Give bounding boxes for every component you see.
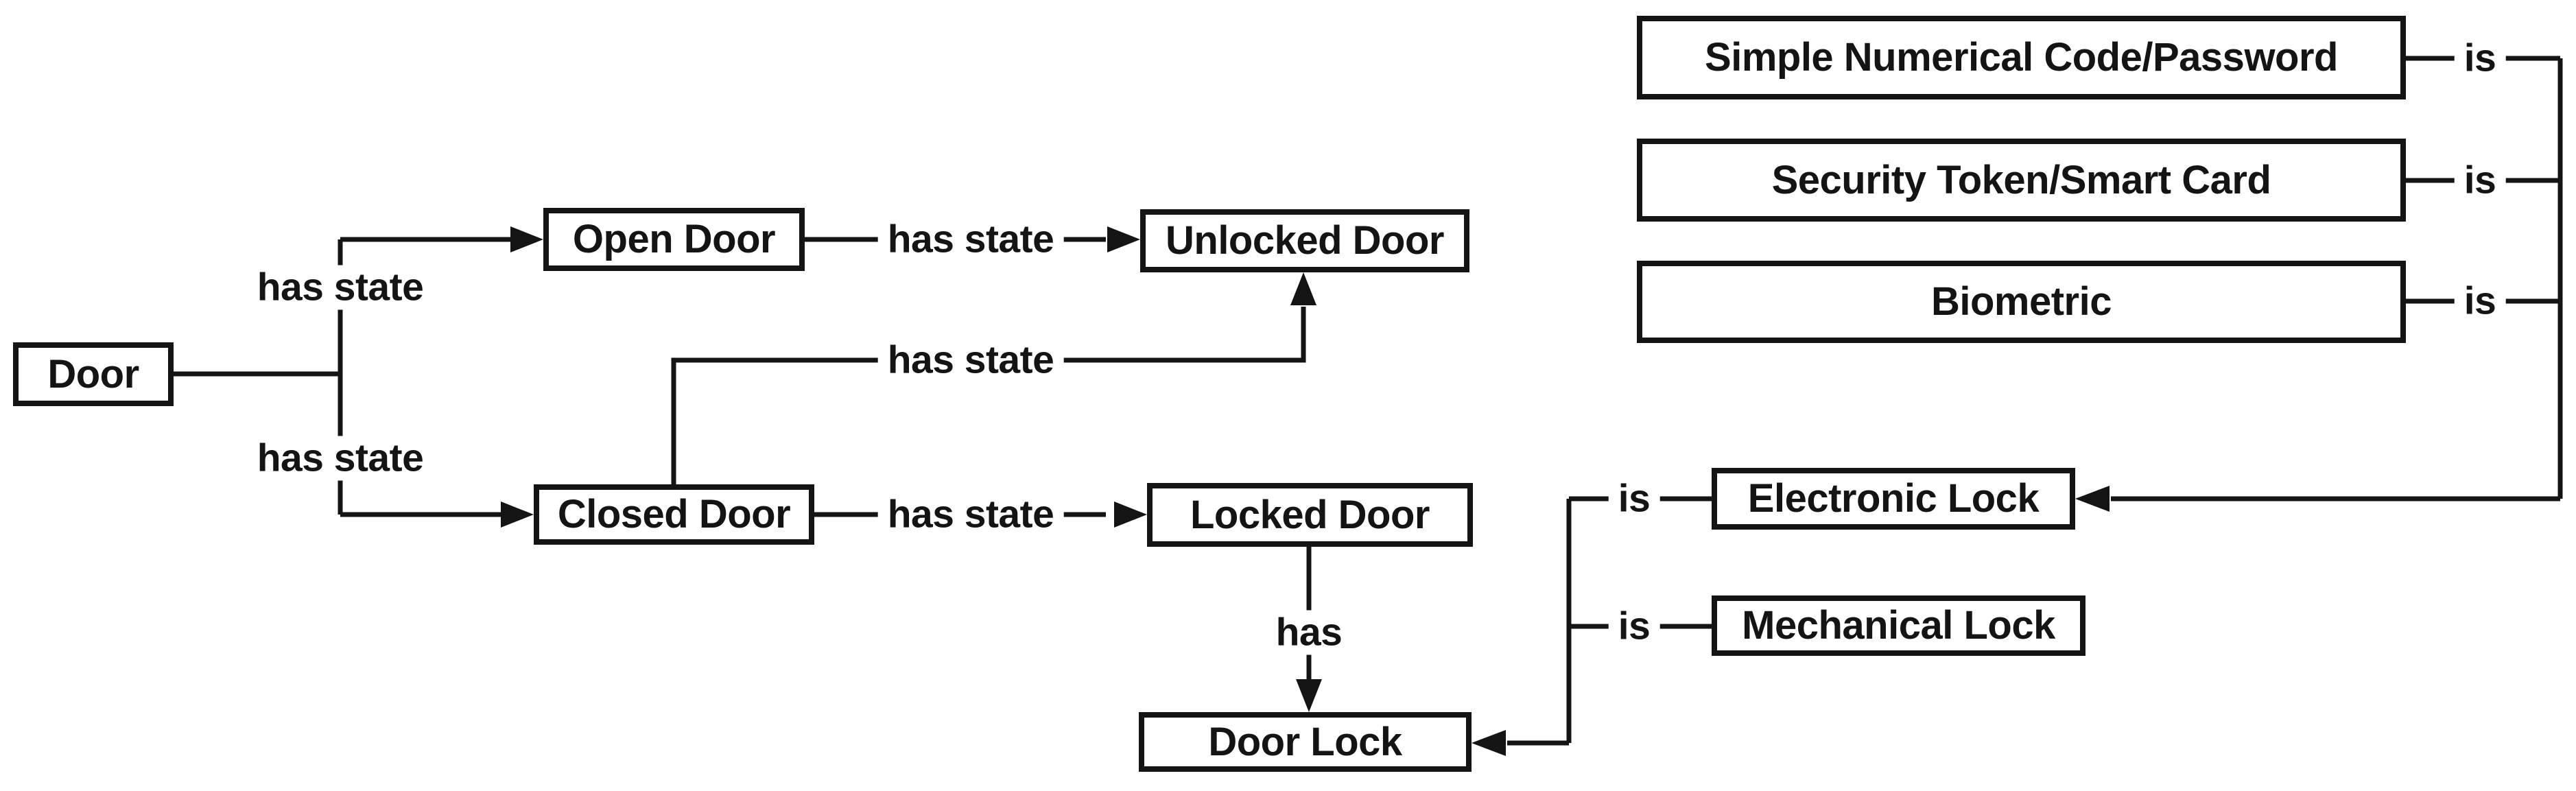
edge-label-mechanical-is: is	[1608, 604, 1660, 649]
node-simple-numerical-code-password: Simple Numerical Code/Password	[1637, 16, 2406, 99]
edge-label-biometric-is: is	[2454, 279, 2506, 324]
edge-label-simplecode-is: is	[2454, 36, 2506, 81]
node-unlocked-door: Unlocked Door	[1140, 209, 1469, 272]
edge-label-locked-has-doorlock: has	[1266, 610, 1352, 655]
edge-label-door-has-state-open: has state	[247, 265, 434, 310]
edge-label-open-has-state-unlocked: has state	[877, 217, 1064, 262]
node-door: Door	[13, 342, 174, 406]
node-open-door: Open Door	[543, 208, 805, 271]
edge-label-closed-has-state-locked: has state	[877, 492, 1064, 537]
arrowhead-into-locked-door	[1114, 501, 1147, 528]
edge-label-door-has-state-closed: has state	[247, 436, 434, 481]
node-closed-door: Closed Door	[534, 484, 814, 545]
node-locked-door: Locked Door	[1147, 483, 1473, 547]
node-door-lock: Door Lock	[1139, 712, 1472, 772]
arrowhead-into-door-lock-top	[1296, 679, 1322, 712]
edge-label-closed-has-state-unlocked: has state	[877, 338, 1064, 383]
connector-closed-to-unlocked	[671, 307, 1306, 484]
node-security-token-smart-card: Security Token/Smart Card	[1637, 139, 2406, 222]
arrowhead-into-unlocked-door-bottom	[1290, 272, 1316, 305]
node-mechanical-lock: Mechanical Lock	[1712, 595, 2085, 656]
node-biometric: Biometric	[1637, 261, 2406, 343]
arrowhead-into-electronic-lock	[2075, 486, 2110, 512]
arrowhead-into-closed-door	[501, 501, 534, 528]
arrowhead-into-open-door	[510, 226, 543, 252]
arrowhead-into-unlocked-door-left	[1107, 226, 1140, 252]
edge-label-token-is: is	[2454, 158, 2506, 203]
node-electronic-lock: Electronic Lock	[1712, 468, 2075, 530]
edge-label-electronic-is: is	[1608, 476, 1660, 521]
arrowhead-into-door-lock-right	[1472, 730, 1506, 756]
